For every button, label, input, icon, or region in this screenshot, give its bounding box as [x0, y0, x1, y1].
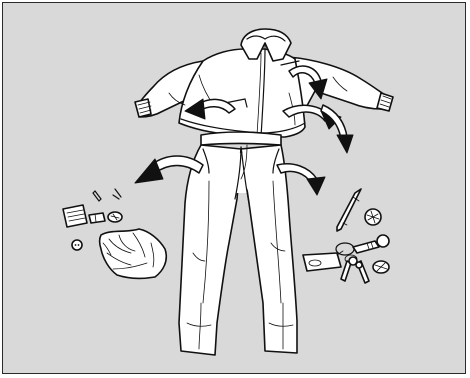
coin [108, 212, 122, 222]
keys [341, 235, 389, 283]
coin [373, 261, 389, 273]
battery [89, 213, 105, 223]
left-pocket-items [63, 189, 166, 278]
coin [365, 209, 381, 225]
bag [100, 229, 167, 278]
paper-clip [93, 189, 121, 201]
jacket [135, 29, 393, 137]
card [63, 205, 87, 227]
arrow-sleeve-pocket-right [321, 105, 353, 153]
right-pocket-items [303, 189, 389, 283]
button [72, 240, 82, 250]
trousers-waistband [201, 132, 281, 145]
key-tag [303, 251, 343, 271]
pen [337, 189, 361, 231]
empty-pockets-illustration [3, 3, 466, 374]
illustration-frame [2, 2, 466, 374]
